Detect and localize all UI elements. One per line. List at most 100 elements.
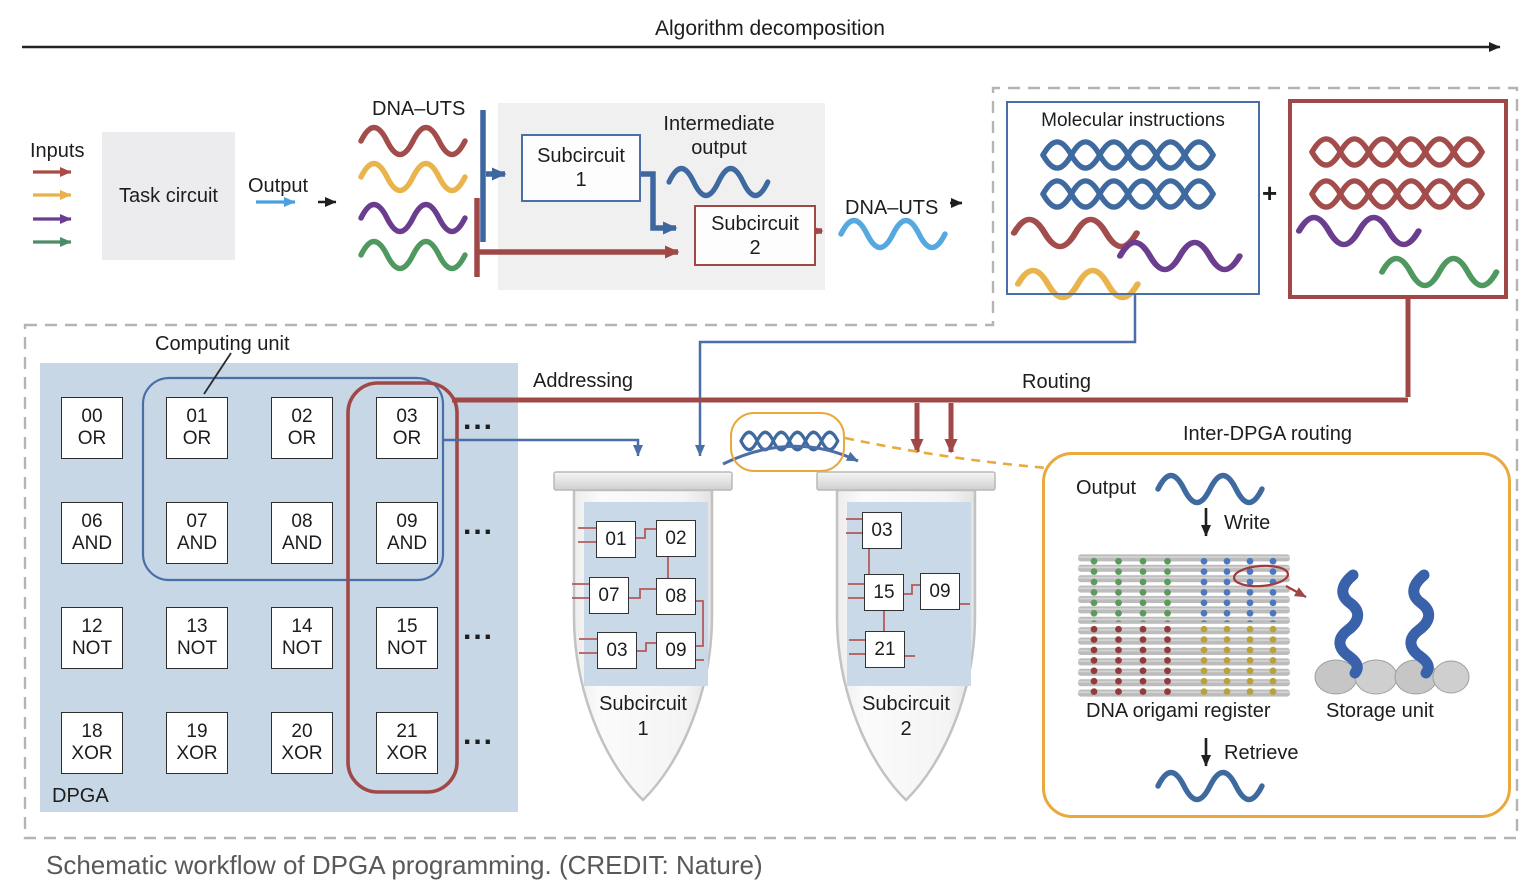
output-label: Output — [248, 175, 309, 197]
tube-chip: 01 — [596, 521, 636, 558]
subcircuit-2-box: Subcircuit 2 — [694, 205, 816, 266]
cell-id: 19 — [186, 720, 208, 742]
cell-gate: XOR — [386, 743, 428, 764]
routing-label: Routing — [1022, 371, 1091, 393]
cell-gate: AND — [281, 533, 323, 554]
tube-subcircuit-1 — [553, 471, 733, 802]
tube-chip: 07 — [589, 577, 629, 614]
row-ellipsis: ... — [463, 718, 495, 751]
cell-id: 12 — [81, 615, 103, 637]
cell-gate: OR — [392, 428, 422, 449]
cell-gate: AND — [71, 533, 113, 554]
cell-id: 13 — [186, 615, 208, 637]
computing-unit-label: Computing unit — [155, 333, 290, 355]
cell-id: 08 — [291, 510, 313, 532]
row-ellipsis: ... — [463, 613, 495, 646]
input-arrows — [33, 167, 72, 247]
row-ellipsis: ... — [463, 508, 495, 541]
cell-gate: XOR — [281, 743, 323, 764]
cell-gate: OR — [287, 428, 317, 449]
inputs-label: Inputs — [30, 140, 85, 162]
tube-chip: 02 — [656, 520, 696, 557]
cell-gate: NOT — [176, 638, 218, 659]
grid-cell: 06 AND — [61, 502, 123, 564]
tube-subcircuit-2 — [816, 471, 996, 802]
retrieve-label: Retrieve — [1224, 742, 1299, 764]
subcircuit-2-number: 2 — [749, 236, 761, 259]
cell-gate: XOR — [176, 743, 218, 764]
routing-instructions-box — [1288, 99, 1508, 299]
dna-uts-strands — [361, 128, 465, 269]
addressing-label: Addressing — [533, 370, 634, 392]
cell-id: 07 — [186, 510, 208, 532]
grid-cell: 12 NOT — [61, 607, 123, 669]
dna-uts-label-2: DNA–UTS — [845, 197, 939, 219]
cell-gate: NOT — [386, 638, 428, 659]
dna-origami-register — [1078, 553, 1307, 699]
dpga-label: DPGA — [52, 785, 109, 807]
storage-unit-graphic — [1314, 575, 1470, 695]
grid-cell: 09 AND — [376, 502, 438, 564]
cell-gate: OR — [182, 428, 212, 449]
cell-gate: AND — [176, 533, 218, 554]
subcircuit-1-label: Subcircuit — [537, 145, 625, 167]
cell-id: 14 — [291, 615, 313, 637]
cell-gate: AND — [386, 533, 428, 554]
grid-cell: 02 OR — [271, 397, 333, 459]
grid-cell: 14 NOT — [271, 607, 333, 669]
storage-unit-label: Storage unit — [1326, 700, 1434, 722]
subcircuit-1-box: Subcircuit 1 — [521, 134, 641, 202]
cell-id: 15 — [396, 615, 418, 637]
computing-unit-pointer-line — [203, 352, 232, 395]
inter-dpga-box — [1042, 452, 1511, 818]
transfer-strand-capsule — [730, 412, 845, 472]
tube-chip: 21 — [865, 631, 905, 668]
computing-unit-outline — [141, 376, 445, 582]
task-circuit-box: Task circuit — [102, 132, 235, 260]
grid-cell: 03 OR — [376, 397, 438, 459]
stage-dashed-outline — [23, 86, 1519, 840]
grid-cell: 21 XOR — [376, 712, 438, 774]
computing-grid: 00 OR 01 OR 02 OR 03 OR 06 AND 07 AND 08… — [61, 397, 438, 774]
tube-chip: 08 — [656, 578, 696, 615]
figure-caption: Schematic workflow of DPGA programming. … — [46, 850, 763, 880]
inter-output-label: Output — [1076, 477, 1137, 499]
inter-dpga-dashed-link — [844, 436, 1049, 470]
selected-column-outline — [346, 381, 459, 794]
molecular-instructions-box: Molecular instructions — [1006, 101, 1260, 295]
cell-id: 00 — [81, 405, 103, 427]
routing-wires — [452, 296, 1411, 454]
register-highlight-ellipse — [1232, 564, 1290, 588]
grid-cell: 13 NOT — [166, 607, 228, 669]
cell-gate: OR — [77, 428, 107, 449]
cell-id: 18 — [81, 720, 103, 742]
tube-chip: 15 — [864, 574, 904, 611]
grid-cell: 00 OR — [61, 397, 123, 459]
grid-cell: 07 AND — [166, 502, 228, 564]
row-ellipsis: ... — [463, 403, 495, 436]
inter-dpga-title: Inter-DPGA routing — [1183, 423, 1352, 445]
cell-gate: NOT — [281, 638, 323, 659]
subcircuit-2-label: Subcircuit — [711, 212, 799, 235]
subcircuit-1-number: 1 — [575, 169, 587, 191]
cell-id: 02 — [291, 405, 313, 427]
molecular-instructions-title: Molecular instructions — [1041, 110, 1225, 131]
cell-id: 03 — [396, 405, 418, 427]
cell-gate: NOT — [71, 638, 113, 659]
cell-id: 06 — [81, 510, 103, 532]
figure-title: Algorithm decomposition — [655, 17, 885, 40]
plus-sign: + — [1262, 178, 1278, 208]
tube-chip: 09 — [920, 573, 960, 610]
cell-gate: XOR — [71, 743, 113, 764]
tube-2-label: Subcircuit 2 — [862, 693, 950, 740]
cell-id: 09 — [396, 510, 418, 532]
cell-id: 20 — [291, 720, 313, 742]
grid-cell: 01 OR — [166, 397, 228, 459]
intermediate-output-label: Intermediate output — [663, 113, 775, 159]
dna-uts-label-1: DNA–UTS — [372, 98, 466, 120]
dna-uts-output-wave — [841, 221, 945, 248]
grid-cell: 18 XOR — [61, 712, 123, 774]
grid-cell: 08 AND — [271, 502, 333, 564]
tube-chip: 03 — [862, 512, 902, 549]
